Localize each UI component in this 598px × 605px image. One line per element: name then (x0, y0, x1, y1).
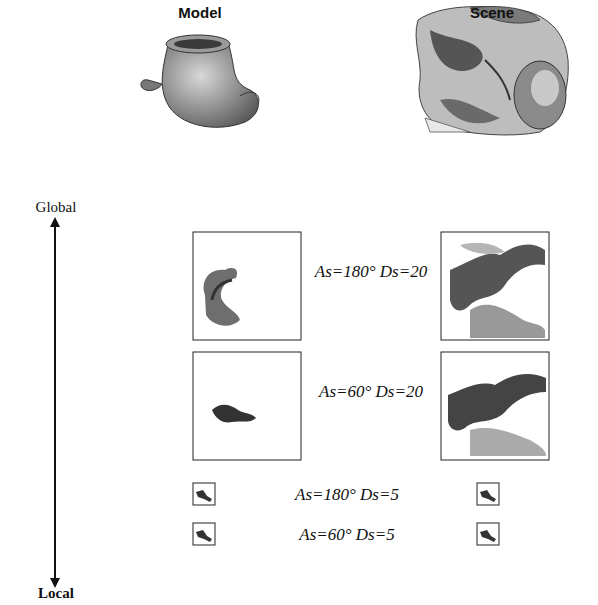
spin-image (441, 232, 549, 340)
scale-end-label: Local (12, 584, 100, 602)
parameter-label: As=60° Ds=5 (236, 525, 458, 545)
parameter-label: As=60° Ds=20 (312, 382, 430, 402)
parameter-label: As=180° Ds=5 (236, 485, 458, 505)
column-heading: Model (150, 4, 250, 22)
parameter-label: As=180° Ds=20 (312, 262, 430, 282)
spin-image (441, 352, 549, 460)
scale-arrow (54, 222, 56, 583)
spin-image (193, 352, 301, 460)
scene-illustration (416, 7, 568, 135)
model-illustration (141, 35, 259, 127)
spin-image (193, 232, 301, 340)
column-heading: Scene (442, 4, 542, 22)
scale-end-label: Global (12, 198, 100, 216)
spin-image-small (193, 483, 499, 545)
